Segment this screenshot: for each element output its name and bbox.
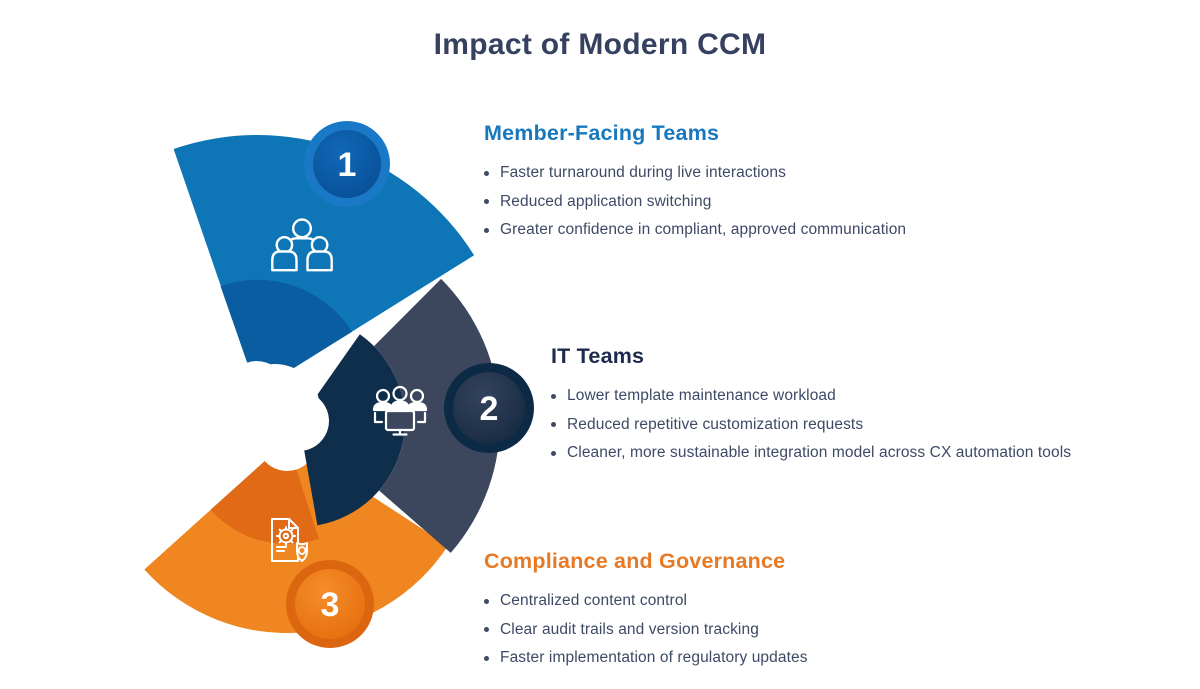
bullet-text: Clear audit trails and version tracking: [500, 620, 759, 638]
bullet-dot: [484, 199, 489, 205]
bullet-dot: [551, 422, 556, 428]
bullet-item: Lower template maintenance workload: [551, 382, 1191, 411]
center-hole: [230, 364, 320, 454]
badge-3: 3: [286, 560, 374, 648]
it-teams-icon: [372, 385, 428, 436]
fan-diagram: 1 2 3: [144, 121, 534, 648]
bullet-text: Centralized content control: [500, 592, 688, 610]
badge-1-number: 1: [338, 146, 357, 184]
bullet-text: Reduced repetitive customization request…: [567, 415, 864, 433]
section-compliance-governance: Compliance and Governance Centralized co…: [484, 549, 1124, 673]
bullet-item: Reduced repetitive customization request…: [551, 411, 1191, 440]
section-compliance-bullets: Centralized content control Clear audit …: [484, 587, 1124, 673]
section-member-facing-heading: Member-Facing Teams: [484, 121, 720, 145]
bullet-item: Faster implementation of regulatory upda…: [484, 644, 1124, 673]
badge-3-number: 3: [321, 586, 340, 624]
badge-1: 1: [304, 121, 390, 207]
bullet-item: Faster turnaround during live interactio…: [484, 159, 1124, 188]
compliance-governance-icon: [271, 518, 308, 562]
bullet-item: Reduced application switching: [484, 188, 1124, 217]
wedge-it-inner-band: [304, 334, 405, 526]
bullet-item: Cleaner, more sustainable integration mo…: [551, 439, 1191, 468]
bullet-item: Clear audit trails and version tracking: [484, 616, 1124, 645]
bullet-text: Faster turnaround during live interactio…: [500, 164, 786, 182]
wedge-it: [374, 278, 500, 553]
bullet-text: Reduced application switching: [500, 192, 712, 210]
member-facing-teams-icon: [271, 218, 333, 272]
bullet-text: Lower template maintenance workload: [567, 387, 836, 405]
bullet-dot: [551, 450, 556, 456]
bullet-item: Greater confidence in compliant, approve…: [484, 216, 1124, 245]
bullet-item: Centralized content control: [484, 587, 1124, 616]
section-compliance-heading: Compliance and Governance: [484, 549, 786, 573]
wedge-member-facing-inner-band: [220, 279, 352, 376]
bullet-text: Faster implementation of regulatory upda…: [500, 649, 808, 667]
badge-2-number: 2: [480, 390, 499, 428]
bullet-text: Cleaner, more sustainable integration mo…: [567, 444, 1072, 462]
bullet-text: Greater confidence in compliant, approve…: [500, 221, 907, 239]
bullet-dot: [484, 627, 489, 633]
section-it-teams: IT Teams Lower template maintenance work…: [551, 344, 1191, 468]
page-title: Impact of Modern CCM: [433, 28, 767, 61]
badge-2: 2: [444, 363, 534, 453]
section-it-teams-heading: IT Teams: [551, 344, 645, 368]
bullet-dot: [484, 227, 489, 233]
section-it-teams-bullets: Lower template maintenance workload Redu…: [551, 382, 1191, 468]
section-member-facing-bullets: Faster turnaround during live interactio…: [484, 159, 1124, 245]
bullet-dot: [484, 655, 489, 661]
wedge-compliance-inner-band: [210, 461, 319, 544]
bullet-dot: [484, 170, 489, 176]
bullet-dot: [551, 393, 556, 399]
section-member-facing-teams: Member-Facing Teams Faster turnaround du…: [484, 121, 1124, 245]
bullet-dot: [484, 598, 489, 604]
